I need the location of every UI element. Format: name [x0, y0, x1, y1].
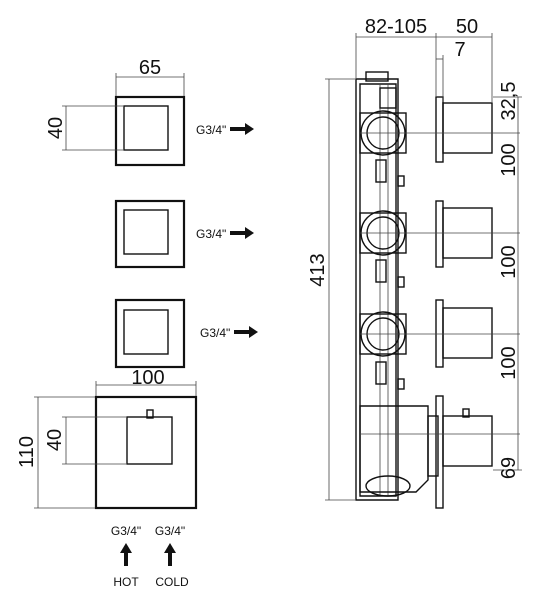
hot-size-label: G3/4" [111, 524, 141, 538]
knob-inner-square [123, 105, 169, 151]
plate-thickness-label: 7 [454, 39, 465, 61]
main-plate-front-view: 100 40 110 [16, 367, 198, 510]
bottom-dimension-label: 69 [498, 457, 520, 479]
cover-plate-1 [435, 96, 444, 163]
arrow-right-icon [234, 326, 258, 338]
knob-height-dimension-label: 40 [44, 429, 66, 451]
depth-dimension-label: 82-105 [365, 16, 427, 38]
cold-size-label: G3/4" [155, 524, 185, 538]
knob-height-dimension-label: 40 [45, 117, 67, 139]
width-dimension-label: 65 [139, 57, 161, 79]
plate-width-dimension-label: 100 [131, 367, 164, 389]
handle-thermostat [442, 415, 493, 467]
spacing-dimension-label-2: 100 [498, 245, 520, 278]
cold-label: COLD [155, 575, 189, 589]
hot-label: HOT [113, 575, 139, 589]
knob-plate-square [114, 95, 186, 167]
thermostat-knob [126, 416, 173, 465]
inlet-cold: G3/4" COLD [155, 524, 189, 589]
knob-plate-square [114, 298, 186, 369]
side-view: 82-105 50 7 413 32,5 100 100 100 69 [307, 16, 522, 509]
spacing-dimension-label-1: 100 [498, 143, 520, 176]
knob-plate-square [114, 199, 186, 269]
main-plate-square [94, 395, 198, 510]
knob-inner-square [123, 209, 169, 255]
plate-height-dimension-label: 110 [16, 436, 38, 468]
front-view-3: G3/4" [114, 298, 258, 369]
thermostatic-cartridge [359, 405, 429, 493]
connection-label-3: G3/4" [200, 326, 230, 340]
handle-1 [442, 102, 493, 154]
arrow-up-icon [164, 543, 176, 566]
knob-indicator [146, 409, 154, 419]
inlet-hot: G3/4" HOT [111, 524, 141, 589]
arrow-right-icon [230, 227, 254, 239]
knob-inner-square [123, 309, 169, 355]
connection-label-2: G3/4" [196, 227, 226, 241]
connection-label-1: G3/4" [196, 123, 226, 137]
spacing-dimension-label-3: 100 [498, 346, 520, 379]
cover-plate-3 [435, 299, 444, 368]
cover-plate-main [435, 395, 444, 509]
valve-body [355, 78, 399, 501]
front-view-2: G3/4" [114, 199, 254, 269]
handle-dimension-label: 50 [456, 16, 478, 38]
cover-plate-2 [435, 200, 444, 268]
total-height-dimension-label: 413 [307, 253, 329, 286]
offset-dimension-label: 32,5 [498, 82, 520, 121]
arrow-right-icon [230, 123, 254, 135]
arrow-up-icon [120, 543, 132, 566]
front-view-1: 65 40 G3/4" [45, 57, 254, 167]
handle-3 [442, 307, 493, 359]
